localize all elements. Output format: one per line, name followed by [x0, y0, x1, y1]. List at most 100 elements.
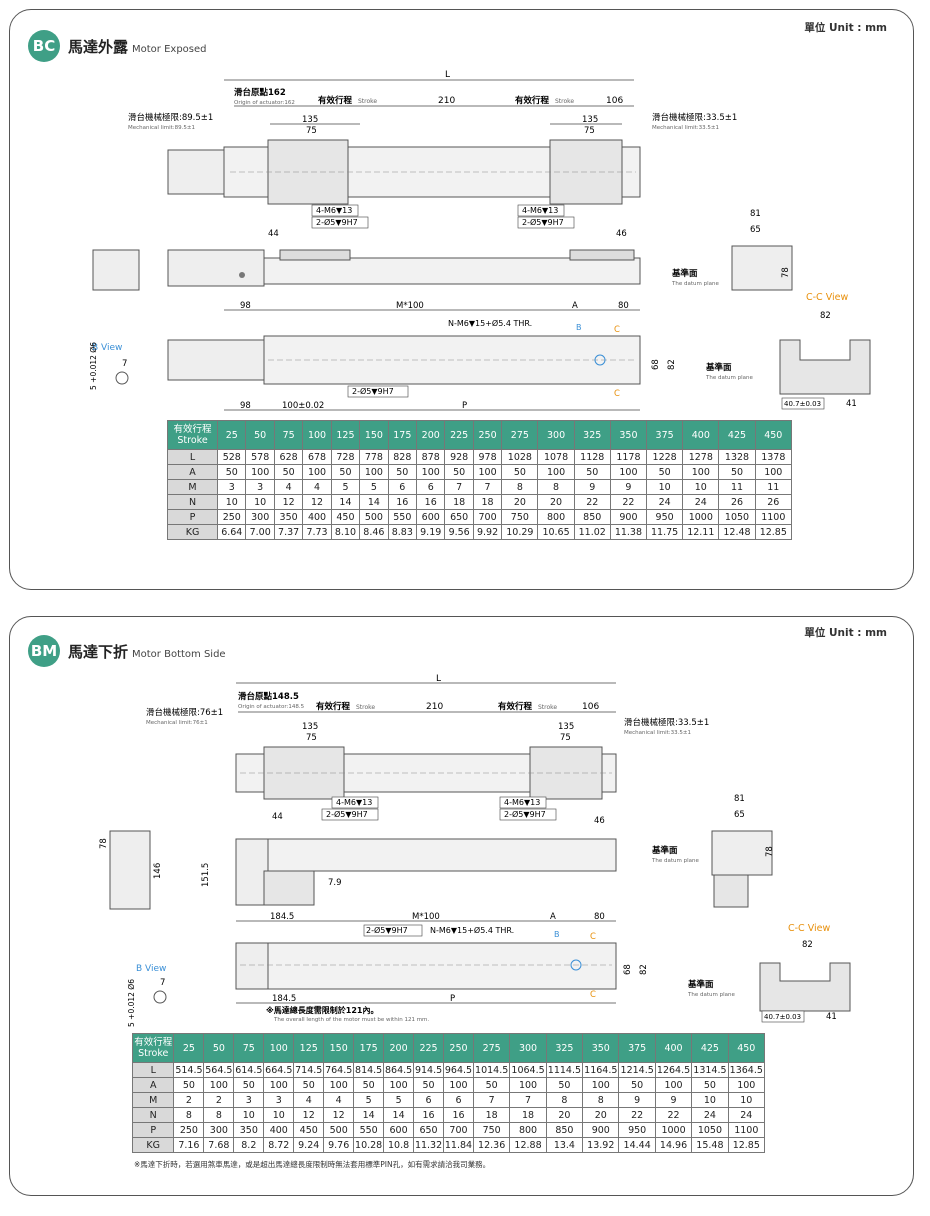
- label-B: B: [576, 323, 582, 332]
- table-cell: 8.46: [359, 524, 389, 540]
- label-C-bottom: C: [590, 990, 596, 1000]
- dim-135-left: 135: [302, 722, 318, 732]
- dim-78-left: 78: [99, 838, 109, 849]
- stroke-column-header: 150: [359, 420, 389, 450]
- table-cell: 20: [582, 1107, 620, 1123]
- table-cell: 564.5: [203, 1062, 235, 1078]
- table-cell: 900: [609, 509, 648, 525]
- origin-label: 滑台原點162: [234, 87, 286, 98]
- table-cell: 10.65: [537, 524, 575, 540]
- table-cell: 100: [509, 1077, 547, 1093]
- dim-407: 40.7±0.03: [784, 400, 821, 408]
- table-cell: 500: [359, 509, 389, 525]
- table-cell: 18: [472, 1107, 511, 1123]
- table-cell: 18: [509, 1107, 547, 1123]
- table-cell: 7: [444, 479, 474, 495]
- dim-75-left: 75: [306, 126, 317, 136]
- dim-41: 41: [826, 1012, 837, 1022]
- table-cell: 914.5: [413, 1062, 445, 1078]
- table-cell: 714.5: [293, 1062, 325, 1078]
- stroke-column-header: 125: [293, 1033, 325, 1063]
- dim-146: 146: [153, 863, 163, 879]
- table-cell: 650: [444, 509, 474, 525]
- stroke-column-header: 175: [387, 420, 418, 450]
- stroke-column-header: 375: [618, 1033, 656, 1063]
- dim-81: 81: [750, 209, 761, 219]
- m6-right: 4-M6▼13: [504, 798, 540, 807]
- end-view-motor: [109, 830, 151, 910]
- table-cell: 6.64: [217, 524, 247, 540]
- table-cell: 100: [359, 464, 389, 480]
- cc-section: [759, 962, 851, 1012]
- table-cell: 664.5: [263, 1062, 295, 1078]
- row-label: L: [131, 1062, 175, 1078]
- stroke-column-header: 425: [691, 1033, 729, 1063]
- table-cell: 10.8: [383, 1137, 415, 1153]
- motor-bottom-view: [235, 942, 269, 990]
- datum2-label-en: The datum plane: [687, 992, 735, 998]
- table-cell: 14: [359, 494, 389, 510]
- table-cell: 14: [383, 1107, 415, 1123]
- table-cell: 450: [293, 1122, 325, 1138]
- table-cell: 100: [682, 464, 720, 480]
- row-label: A: [131, 1077, 175, 1093]
- bc-dimension-drawing: L 滑台原點162 Origin of actuator:162 有效行程 St…: [89, 70, 871, 411]
- table-cell: 800: [537, 509, 575, 525]
- dim-210: 210: [426, 702, 443, 712]
- table-cell: 1364.5: [727, 1062, 766, 1078]
- dim-78: 78: [781, 267, 791, 278]
- table-cell: 50: [545, 1077, 584, 1093]
- section-title-en: Motor Exposed: [132, 44, 207, 55]
- stroke-column-header: 450: [727, 1033, 766, 1063]
- dim-82: 82: [667, 359, 677, 370]
- table-cell: 678: [302, 449, 332, 465]
- table-cell: 1278: [682, 449, 720, 465]
- label-C-bottom: C: [614, 389, 620, 399]
- dim-46: 46: [594, 816, 605, 826]
- dim-135-right: 135: [582, 115, 598, 125]
- table-cell: 10: [263, 1107, 295, 1123]
- origin-label-en: Origin of actuator:162: [234, 100, 295, 106]
- table-cell: 12.85: [727, 1137, 766, 1153]
- dim-L: L: [436, 674, 441, 684]
- dim-82-cc: 82: [802, 940, 813, 950]
- table-cell: 250: [173, 1122, 205, 1138]
- dim-184-5: 184.5: [270, 912, 294, 922]
- origin-label: 滑台原點148.5: [238, 691, 299, 702]
- datum2-label: 基準面: [705, 362, 732, 373]
- table-cell: 1000: [682, 509, 720, 525]
- table-cell: 50: [501, 464, 539, 480]
- table-cell: 8.72: [263, 1137, 295, 1153]
- table-cell: 50: [233, 1077, 265, 1093]
- table-cell: 6: [413, 1092, 445, 1108]
- table-cell: 1100: [754, 509, 793, 525]
- mech-limit-right: 滑台機械極限:33.5±1: [652, 112, 737, 123]
- table-cell: 750: [501, 509, 539, 525]
- table-cell: 1064.5: [509, 1062, 547, 1078]
- pin-bottom: 2-Ø5▼9H7: [366, 925, 408, 935]
- end-view-right: [711, 830, 773, 876]
- stroke-column-header: 100: [302, 420, 332, 450]
- table-cell: 600: [383, 1122, 415, 1138]
- bm-dimension-drawing: L 滑台原點148.5 Origin of actuator:148.5 有效行…: [99, 674, 851, 1027]
- table-cell: 7.00: [245, 524, 275, 540]
- table-cell: 24: [727, 1107, 766, 1123]
- table-cell: 700: [443, 1122, 474, 1138]
- table-cell: 850: [573, 509, 611, 525]
- stroke-header-zh: 有效行程: [173, 424, 212, 435]
- table-cell: 18: [472, 494, 503, 510]
- table-cell: 5: [359, 479, 389, 495]
- table-cell: 100: [654, 1077, 693, 1093]
- row-label: KG: [166, 524, 219, 540]
- table-cell: 950: [618, 1122, 656, 1138]
- dim-100: 100±0.02: [282, 401, 324, 411]
- table-cell: 10: [646, 479, 684, 495]
- stroke-label-1-en: Stroke: [356, 704, 375, 711]
- table-cell: 8.2: [233, 1137, 265, 1153]
- table-cell: 22: [609, 494, 648, 510]
- table-cell: 400: [302, 509, 332, 525]
- dim-98-bottom: 98: [240, 401, 251, 411]
